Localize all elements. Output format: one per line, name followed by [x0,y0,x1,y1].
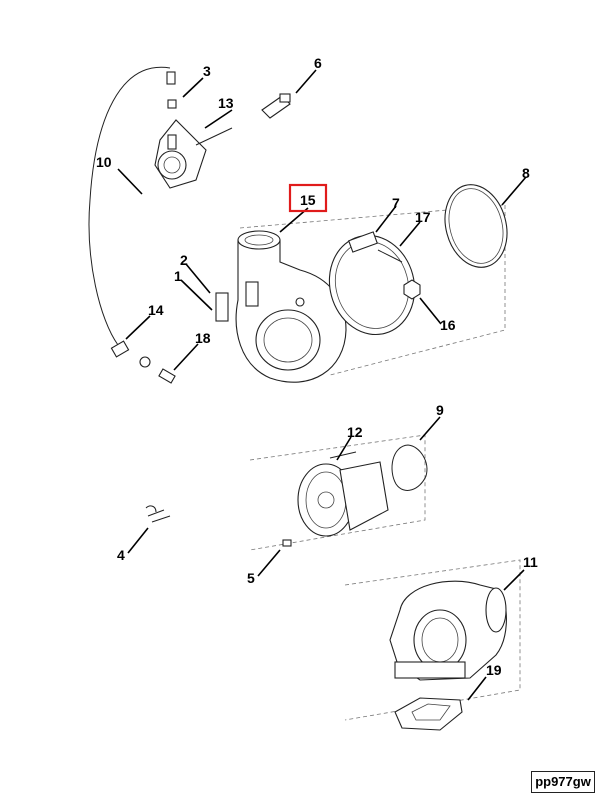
callout-11: 11 [523,554,538,570]
gasket-part [394,697,463,731]
retaining-ring-part [391,444,428,491]
callout-17: 17 [415,209,431,225]
plate-part [215,292,229,322]
callout-3: 3 [203,63,211,79]
callout-5: 5 [247,570,255,586]
callout-14: 14 [148,302,164,318]
compressor-housing-part [235,230,347,383]
highlight-box-15 [288,183,328,213]
callout-labels: 3 6 13 10 15 7 17 8 2 1 16 14 18 12 9 4 … [96,55,538,678]
callout-12: 12 [347,424,363,440]
o-ring-part [444,184,508,268]
callout-10: 10 [96,154,112,170]
nut-part [403,279,421,300]
callout-6: 6 [314,55,322,71]
callout-9: 9 [436,402,444,418]
callout-2: 2 [180,252,188,268]
callout-4: 4 [117,547,125,563]
callout-16: 16 [440,317,456,333]
leader-lines [117,69,527,701]
fitting-part [110,340,176,384]
cartridge-part [297,451,389,537]
sensor-part [261,93,291,119]
wastegate-actuator-part [88,66,233,346]
v-band-clamp-part [328,231,416,336]
screw-part [145,505,292,547]
callout-18: 18 [195,330,211,346]
callout-8: 8 [522,165,530,181]
document-reference-label: pp977gw [531,771,595,793]
callout-13: 13 [218,95,234,111]
callout-7: 7 [392,195,400,211]
callout-15: 15 [300,192,316,208]
turbine-housing-part [389,580,507,681]
callout-19: 19 [486,662,502,678]
callout-1: 1 [174,268,182,284]
